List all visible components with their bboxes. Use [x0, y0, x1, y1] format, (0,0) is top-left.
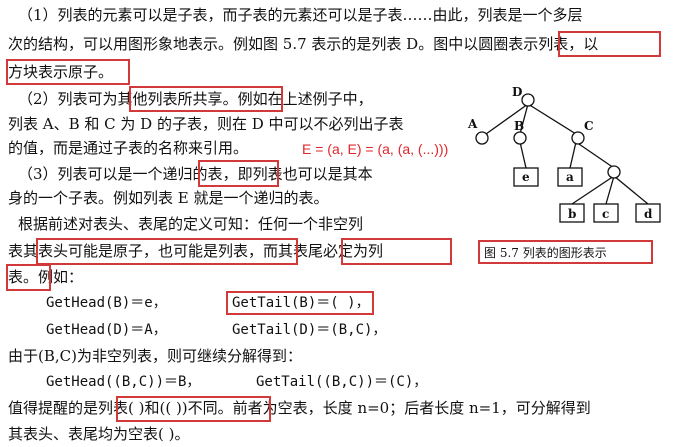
box-head	[36, 238, 298, 265]
node-d-circle	[521, 93, 535, 107]
label-atom-d: d	[644, 207, 653, 221]
node-c-sublist-circle	[607, 165, 621, 179]
paragraph-3-line-1: （3）列表可以是一个递归的表，即列表也可以是其本	[18, 164, 373, 185]
node-c-circle	[571, 131, 585, 145]
label-b: B	[514, 119, 524, 133]
highlight-tail: 表尾必定为列	[293, 242, 384, 260]
box-square-atom	[6, 59, 130, 85]
node-b-circle	[513, 131, 527, 145]
text-segment: ，而其	[248, 242, 294, 260]
text-segment: （3）列表可以是一个	[18, 165, 163, 183]
highlight-recursive: 递归的表	[162, 165, 223, 183]
text-segment: 值得提醒的是	[8, 399, 99, 417]
text-segment: 。例如在上述例子中，	[222, 90, 373, 108]
text-segment: ，即列表也可以是其本	[222, 165, 373, 183]
highlight-square-atom: 方块表示原子	[8, 63, 99, 81]
box-tail-end	[6, 264, 51, 291]
paragraph-4-line-3: 表。例如：	[8, 267, 83, 288]
highlight-tail-end: 表	[8, 268, 24, 286]
atom-b-box	[559, 203, 585, 223]
atom-d-box	[635, 203, 661, 223]
atom-e-box	[513, 167, 539, 187]
paragraph-2-line-2: 列表 A、B 和 C 为 D 的子表，则在 D 中可以不必列出子表	[8, 115, 404, 133]
list-diagram: D A B C e a b c d	[467, 85, 661, 223]
atom-a-box	[557, 167, 583, 187]
figure-caption: 图 5.7 列表的图形表示	[484, 244, 607, 261]
label-atom-e: e	[522, 170, 530, 184]
label-atom-a: a	[566, 170, 574, 184]
example-gettail-d: GetTail(D)＝(B,C)，	[232, 322, 387, 338]
since-line: 由于(B,C)为非空列表，则可继续分解得到：	[8, 347, 302, 365]
paragraph-4-line-1: 根据前述对表头、表尾的定义可知：任何一个非空列	[18, 215, 364, 233]
highlight-head: 表头可能是原子，也可能是列表	[38, 242, 249, 260]
text-segment: 。	[98, 63, 114, 81]
text-segment: 。例如：	[23, 268, 84, 286]
note-line: 值得提醒的是列表( )和(( ))不同。前者为空表，长度 n=0；后者长度 n=…	[8, 398, 591, 419]
label-d: D	[512, 85, 522, 99]
text-segment: （2）列表可	[18, 90, 103, 108]
last-line: 其表头、表尾均为空表( )。	[8, 425, 190, 443]
example-gettail-b: GetTail(B)＝( )，	[232, 295, 370, 311]
text-segment: 次的结构，可以用图形象地表示。例如图 5.7 表示的是列表 D。图中以	[8, 35, 479, 53]
example-gethead-bc: GetHead((B,C))＝B，	[46, 374, 201, 390]
paragraph-1-line-2: 次的结构，可以用图形象地表示。例如图 5.7 表示的是列表 D。图中以圆圈表示列…	[8, 34, 598, 55]
label-atom-c: c	[602, 207, 609, 221]
node-a-circle	[475, 131, 489, 145]
paragraph-1-line-1: （1）列表的元素可以是子表，而子表的元素还可以是子表……由此，列表是一个多层	[18, 6, 583, 24]
box-gettail-b	[226, 291, 374, 315]
box-figure-caption	[478, 240, 653, 264]
highlight-circle-list: 圆圈表示列表	[478, 35, 569, 53]
text-segment: 表其	[8, 242, 39, 260]
text-segment: ，以	[568, 35, 599, 53]
highlight-shared: 为其他列表所共享	[102, 90, 223, 108]
paragraph-3-line-2: 身的一个子表。例如列表 E 就是一个递归的表。	[8, 189, 329, 207]
example-gethead-d: GetHead(D)＝A，	[46, 322, 167, 338]
caption-prefix: 图 5.7 列表的	[484, 246, 559, 260]
paragraph-2-line-3: 的值，而是通过子表的名称来引用。	[8, 139, 249, 157]
box-shared	[129, 86, 283, 112]
paragraph-1-line-3: 方块表示原子。	[8, 62, 113, 83]
text-segment: 。前者为空表，长度 n=0；后者长度 n=1，可分解得到	[217, 399, 591, 417]
label-c: C	[584, 119, 594, 133]
paragraph-4-line-2: 表其表头可能是原子，也可能是列表，而其表尾必定为列	[8, 241, 383, 262]
paragraph-2-line-1: （2）列表可为其他列表所共享。例如在上述例子中，	[18, 89, 373, 110]
box-tail	[341, 238, 452, 265]
example-gethead-b: GetHead(B)＝e，	[46, 295, 167, 311]
label-a: A	[467, 117, 478, 131]
recursive-annotation: E = (a, E) = (a, (a, (...)))	[302, 141, 449, 157]
atom-c-box	[593, 203, 619, 223]
highlight-different: 列表( )和(( ))不同	[98, 399, 218, 417]
box-circle-list	[558, 31, 661, 57]
box-different	[116, 396, 271, 422]
caption-boxed: 图形表示	[558, 246, 607, 260]
example-gettail-bc: GetTail((B,C))＝(C)，	[256, 374, 428, 390]
label-atom-b: b	[568, 207, 576, 221]
box-recursive	[198, 160, 279, 187]
